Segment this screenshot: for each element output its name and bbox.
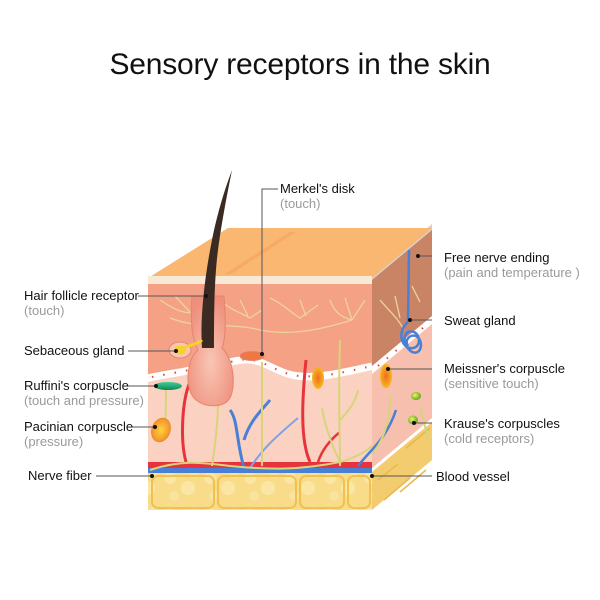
- label-hair-follicle-receptor: Hair follicle receptor (touch): [24, 288, 139, 318]
- label-function: (pain and temperature ): [444, 265, 580, 280]
- label-name: Pacinian corpuscle: [24, 419, 134, 434]
- label-name: Blood vessel: [436, 469, 510, 484]
- ruffini-corpuscle: [154, 382, 182, 390]
- label-name: Sweat gland: [444, 313, 516, 328]
- label-name: Meissner's corpuscle: [444, 361, 565, 376]
- label-meissner-corpuscle: Meissner's corpuscle (sensitive touch): [444, 361, 565, 391]
- label-pacinian-corpuscle: Pacinian corpuscle (pressure): [24, 419, 133, 449]
- meissner-corpuscle: [380, 364, 392, 388]
- leader-lines: [96, 188, 432, 477]
- label-name: Krause's corpuscles: [444, 416, 560, 431]
- label-name: Sebaceous gland: [24, 343, 125, 358]
- meissner-corpuscle: [312, 367, 324, 389]
- label-name: Hair follicle receptor: [24, 288, 139, 303]
- label-function: (touch): [24, 303, 65, 318]
- diagram-title: Sensory receptors in the skin: [109, 48, 491, 81]
- nerve-fibers: [149, 339, 429, 471]
- label-ruffini-corpuscle: Ruffini's corpuscle (touch and pressure): [24, 378, 144, 408]
- label-blood-vessel: Blood vessel: [436, 469, 510, 484]
- label-function: (pressure): [24, 434, 84, 449]
- label-krause-corpuscles: Krause's corpuscles (cold receptors): [444, 416, 560, 446]
- blood-vessels: [148, 359, 398, 473]
- label-name: Ruffini's corpuscle: [24, 378, 129, 393]
- subcutaneous-fat: [148, 472, 372, 510]
- label-function: (cold receptors): [444, 431, 535, 446]
- label-name: Free nerve ending: [444, 250, 550, 265]
- leader-dots: [150, 254, 420, 478]
- krause-corpuscle: [411, 392, 421, 400]
- label-name: Merkel's disk: [280, 181, 355, 196]
- label-free-nerve-ending: Free nerve ending (pain and temperature …: [444, 250, 580, 280]
- sweat-gland: [400, 249, 423, 354]
- label-merkel-disk: Merkel's disk (touch): [280, 181, 355, 211]
- label-name: Nerve fiber: [28, 468, 92, 483]
- hair-follicle: [187, 170, 234, 407]
- label-function: (touch): [280, 196, 321, 211]
- label-sebaceous-gland: Sebaceous gland: [24, 343, 124, 358]
- label-function: (touch and pressure): [24, 393, 144, 408]
- label-sweat-gland: Sweat gland: [444, 313, 516, 328]
- merkel-disk: [239, 351, 265, 361]
- label-nerve-fiber: Nerve fiber: [28, 468, 92, 483]
- label-function: (sensitive touch): [444, 376, 539, 391]
